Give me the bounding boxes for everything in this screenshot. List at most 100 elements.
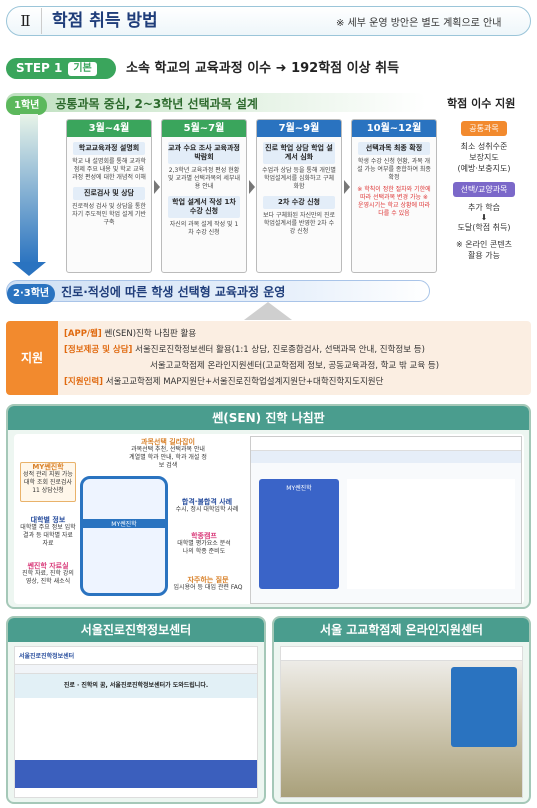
- pill-common: 공통과목: [461, 121, 507, 136]
- down-arrow-icon: ⬇: [480, 213, 488, 222]
- grade1-tag: 1학년: [6, 96, 48, 115]
- column-note: ※ 학칙이 정한 절차와 기한에 따라 선택과목 변경 가능 ※ 운영시기는 학…: [357, 186, 431, 217]
- support-line-4: [지원인력] 서울고교학점제 MAP지원단+서울진로진학업설계지원단+대학진학지…: [64, 375, 383, 387]
- support-text: 서울고교학점제 MAP지원단+서울진로진학업설계지원단+대학진학지도지원단: [103, 377, 384, 387]
- timeline-column-1: 3월~4월 학교교육과정 설명회 학교 내 설명회를 통해 교과학점제 주요 내…: [66, 119, 152, 273]
- column-box: 선택과목 최종 확정: [358, 142, 430, 155]
- column-desc: 학교 내 설명회를 통해 교과학점제 주요 내용 및 학교 교육과정 편성에 대…: [72, 158, 146, 181]
- header-note: ※ 세부 운영 방안은 별도 계획으로 안내: [336, 18, 502, 29]
- callout-title: 학종캠프: [191, 532, 217, 540]
- callout-desc: 입시용어 등 대입 관련 FAQ: [173, 584, 243, 591]
- column-box: 2차 수강 신청: [263, 196, 335, 209]
- site-quicklinks: [15, 760, 257, 788]
- support-key: [정보제공 및 상담]: [64, 345, 133, 355]
- chevron-right-icon: [344, 180, 350, 194]
- support-line-2: [정보제공 및 상담] 서울진로진학정보센터 활용(1:1 상담, 진로종합검사…: [64, 343, 425, 355]
- column-desc: 수업과 상담 등을 통해 개인별 학업설계서를 심화하고 구체화함: [262, 167, 336, 190]
- phone-mockup: MY쎈진학: [80, 476, 168, 596]
- chevron-right-icon: [249, 180, 255, 194]
- grade1-text: 공통과목 중심, 2~3학년 선택과목 설계: [55, 97, 258, 111]
- support-line-3: 서울고교학점제 온라인지원센터(고교학점제 정보, 공동교육과정, 학교 밖 교…: [150, 361, 440, 371]
- online-center-title: 서울 고교학점제 온라인지원센터: [274, 618, 529, 642]
- callout-desc: 진학 자료, 진학 강의 영상, 진학 새소식: [22, 570, 74, 585]
- side-text: 최소 성취수준: [460, 142, 508, 151]
- column-box: 진로 학업 상담 학업 설계서 심화: [263, 142, 335, 164]
- site-name: 서울진로진학정보센터: [19, 653, 75, 660]
- support-box: [6, 321, 531, 395]
- step-tag: 기본: [68, 62, 97, 76]
- callout-title: 대학별 정보: [30, 516, 66, 524]
- progress-arrow: [20, 114, 38, 264]
- column-desc: 자신의 과목 설계 작성 및 1차 수강 신청: [169, 221, 239, 236]
- web-icons: [347, 479, 515, 589]
- column-box: 학업 설계서 작성 1차 수강 신청: [168, 196, 240, 218]
- seoul-center-title: 서울진로진학정보센터: [8, 618, 264, 642]
- support-key: [지원인력]: [64, 377, 104, 387]
- progress-arrow-head: [12, 262, 46, 276]
- site-body: [15, 698, 257, 760]
- grade23-banner: 2·3학년 진로·적성에 따른 학생 선택형 교육과정 운영: [6, 280, 430, 304]
- site-nav: [15, 664, 257, 674]
- pill-elective: 선택/교양과목: [452, 182, 516, 197]
- site-banner: 진로 · 진학의 꿈, 서울진로진학정보센터가 도와드립니다.: [15, 674, 257, 698]
- column-month: 3월~4월: [67, 120, 151, 137]
- column-desc: 2,3학년 교육과정 편성 현황 및 교과별 선택과목의 세부내용 안내: [168, 167, 240, 190]
- side-text: 추가 학습: [468, 203, 500, 212]
- site-nav: [281, 647, 522, 661]
- timeline-column-3: 7월~9월 진로 학업 상담 학업 설계서 심화 수업과 상담 등을 통해 개인…: [256, 119, 342, 273]
- support-label: 지원: [6, 321, 58, 395]
- section-header: [6, 6, 531, 36]
- column-box: 진로검사 및 상담: [73, 187, 145, 200]
- chevron-right-icon: [154, 180, 160, 194]
- support-text: 쎈(SEN)진학 나침판 활용: [101, 329, 197, 339]
- side-title: 학점 이수 지원: [447, 97, 516, 110]
- column-box: 교과 수요 조사 교육과정 박람회: [168, 142, 240, 164]
- side-text: ※ 온라인 콘텐츠: [456, 240, 512, 249]
- support-key: [APP/웹]: [64, 329, 102, 339]
- grade23-text: 진로·적성에 따른 학생 선택형 교육과정 운영: [61, 285, 286, 299]
- column-desc: 진로적성 검사 및 상담을 통한 자기 주도적인 학업 설계 기반 구축: [72, 203, 146, 226]
- step-label: STEP 1: [16, 61, 63, 75]
- callout-desc: 성적 관리 지원 가능 대학 조회 진로검사 11 상담신청: [23, 471, 73, 494]
- callout-title: 과목선택 길라잡이: [141, 438, 195, 446]
- callout-desc: 대학별 주요 정보 입학 결과 등 대학별 자료 자료: [20, 524, 76, 547]
- column-month: 5월~7월: [162, 120, 246, 137]
- side-text: 보장지도: [469, 153, 499, 162]
- section-title: 학점 취득 방법: [52, 11, 158, 31]
- phone-banner: MY쎈진학: [83, 519, 165, 528]
- callout-desc: 수시, 정시 대학입학 사례: [175, 506, 239, 513]
- side-text: 활용 가능: [468, 251, 500, 260]
- callout-desc: 대학별 평가요소 분석 나의 학종 준비도: [177, 540, 231, 555]
- section-number: Ⅱ: [10, 8, 42, 34]
- callout-title: MY쎈진학: [32, 463, 64, 471]
- step-badge: STEP 1 기본: [6, 58, 116, 79]
- grade23-tag: 2·3학년: [7, 284, 56, 304]
- column-box: 학교교육과정 설명회: [73, 142, 145, 155]
- up-arrow-icon: [244, 302, 292, 320]
- side-text: 도달(학점 취득): [457, 223, 511, 232]
- online-center-panel: 서울 고교학점제 온라인지원센터: [272, 616, 531, 804]
- side-panel: 공통과목 최소 성취수준 보장지도 (예방·보충지도) 선택/교양과목 추가 학…: [436, 117, 532, 297]
- timeline-column-2: 5월~7월 교과 수요 조사 교육과정 박람회 2,3학년 교육과정 편성 현황…: [161, 119, 247, 273]
- timeline-column-4: 10월~12월 선택과목 최종 확정 학생 수강 신청 현황, 과목 개설 가능…: [351, 119, 437, 273]
- side-text: (예방·보충지도): [457, 164, 511, 173]
- column-desc: 보다 구체화된 자신만의 진로학업설계서를 반영한 2차 수강 신청: [263, 212, 335, 235]
- seoul-center-panel: 서울진로진학정보센터 서울진로진학정보센터 진로 · 진학의 꿈, 서울진로진학…: [6, 616, 266, 804]
- web-my-panel: MY쎈진학: [259, 479, 339, 589]
- sen-title: 쎈(SEN) 진학 나침판: [8, 406, 529, 430]
- callout-desc: 과목선택 추천, 선택과목 안내 계열별 학과 안내, 학과 개설 정보 검색: [129, 446, 207, 469]
- column-desc: 학생 수강 신청 현황, 과목 개설 가능 여부를 종합하여 최종 확정: [357, 158, 431, 181]
- step-text: 소속 학교의 교육과정 이수 ➜ 192학점 이상 취득: [126, 61, 400, 76]
- grade1-banner: 1학년 공통과목 중심, 2~3학년 선택과목 설계: [6, 93, 426, 115]
- web-mockup: MY쎈진학: [250, 436, 522, 604]
- column-month: 7월~9월: [257, 120, 341, 137]
- support-line-1: [APP/웹] 쎈(SEN)진학 나침판 활용: [64, 327, 196, 339]
